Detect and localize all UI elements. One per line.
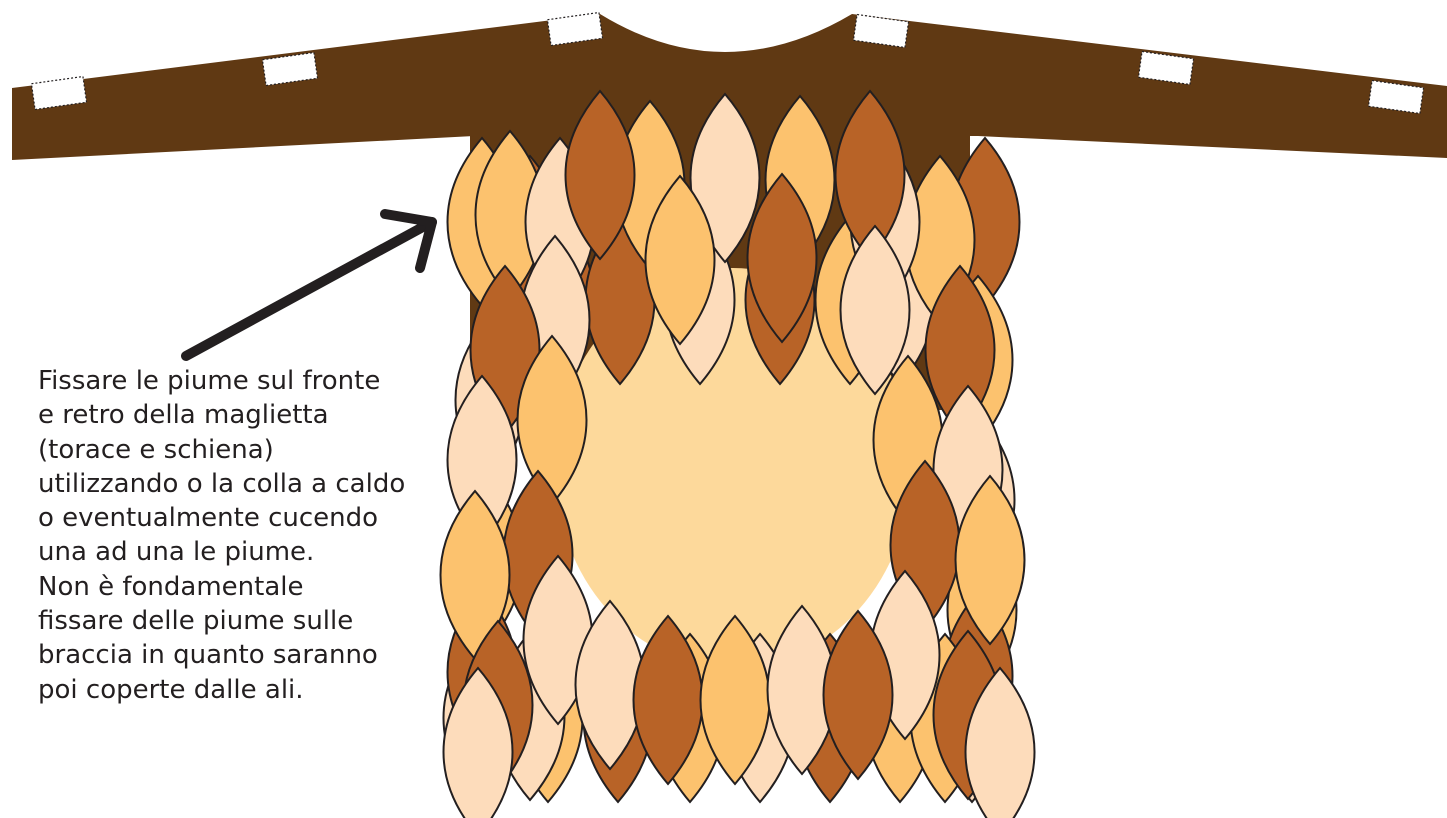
- instruction-line: poi coperte dalle ali.: [38, 673, 398, 707]
- instruction-line: o eventualmente cucendo: [38, 501, 398, 535]
- instruction-text: Fissare le piume sul fronte e retro dell…: [38, 364, 398, 707]
- instruction-line: una ad una le piume.: [38, 535, 398, 569]
- instruction-line: utilizzando o la colla a caldo: [38, 467, 398, 501]
- instruction-line: braccia in quanto saranno: [38, 638, 398, 672]
- instruction-line: Non è fondamentale: [38, 570, 398, 604]
- instruction-line: fissare delle piume sulle: [38, 604, 398, 638]
- instruction-line: (torace e schiena): [38, 433, 398, 467]
- instruction-line: Fissare le piume sul fronte: [38, 364, 398, 398]
- arrow: [186, 214, 432, 356]
- instruction-line: e retro della maglietta: [38, 398, 398, 432]
- arrow-shaft: [186, 222, 432, 356]
